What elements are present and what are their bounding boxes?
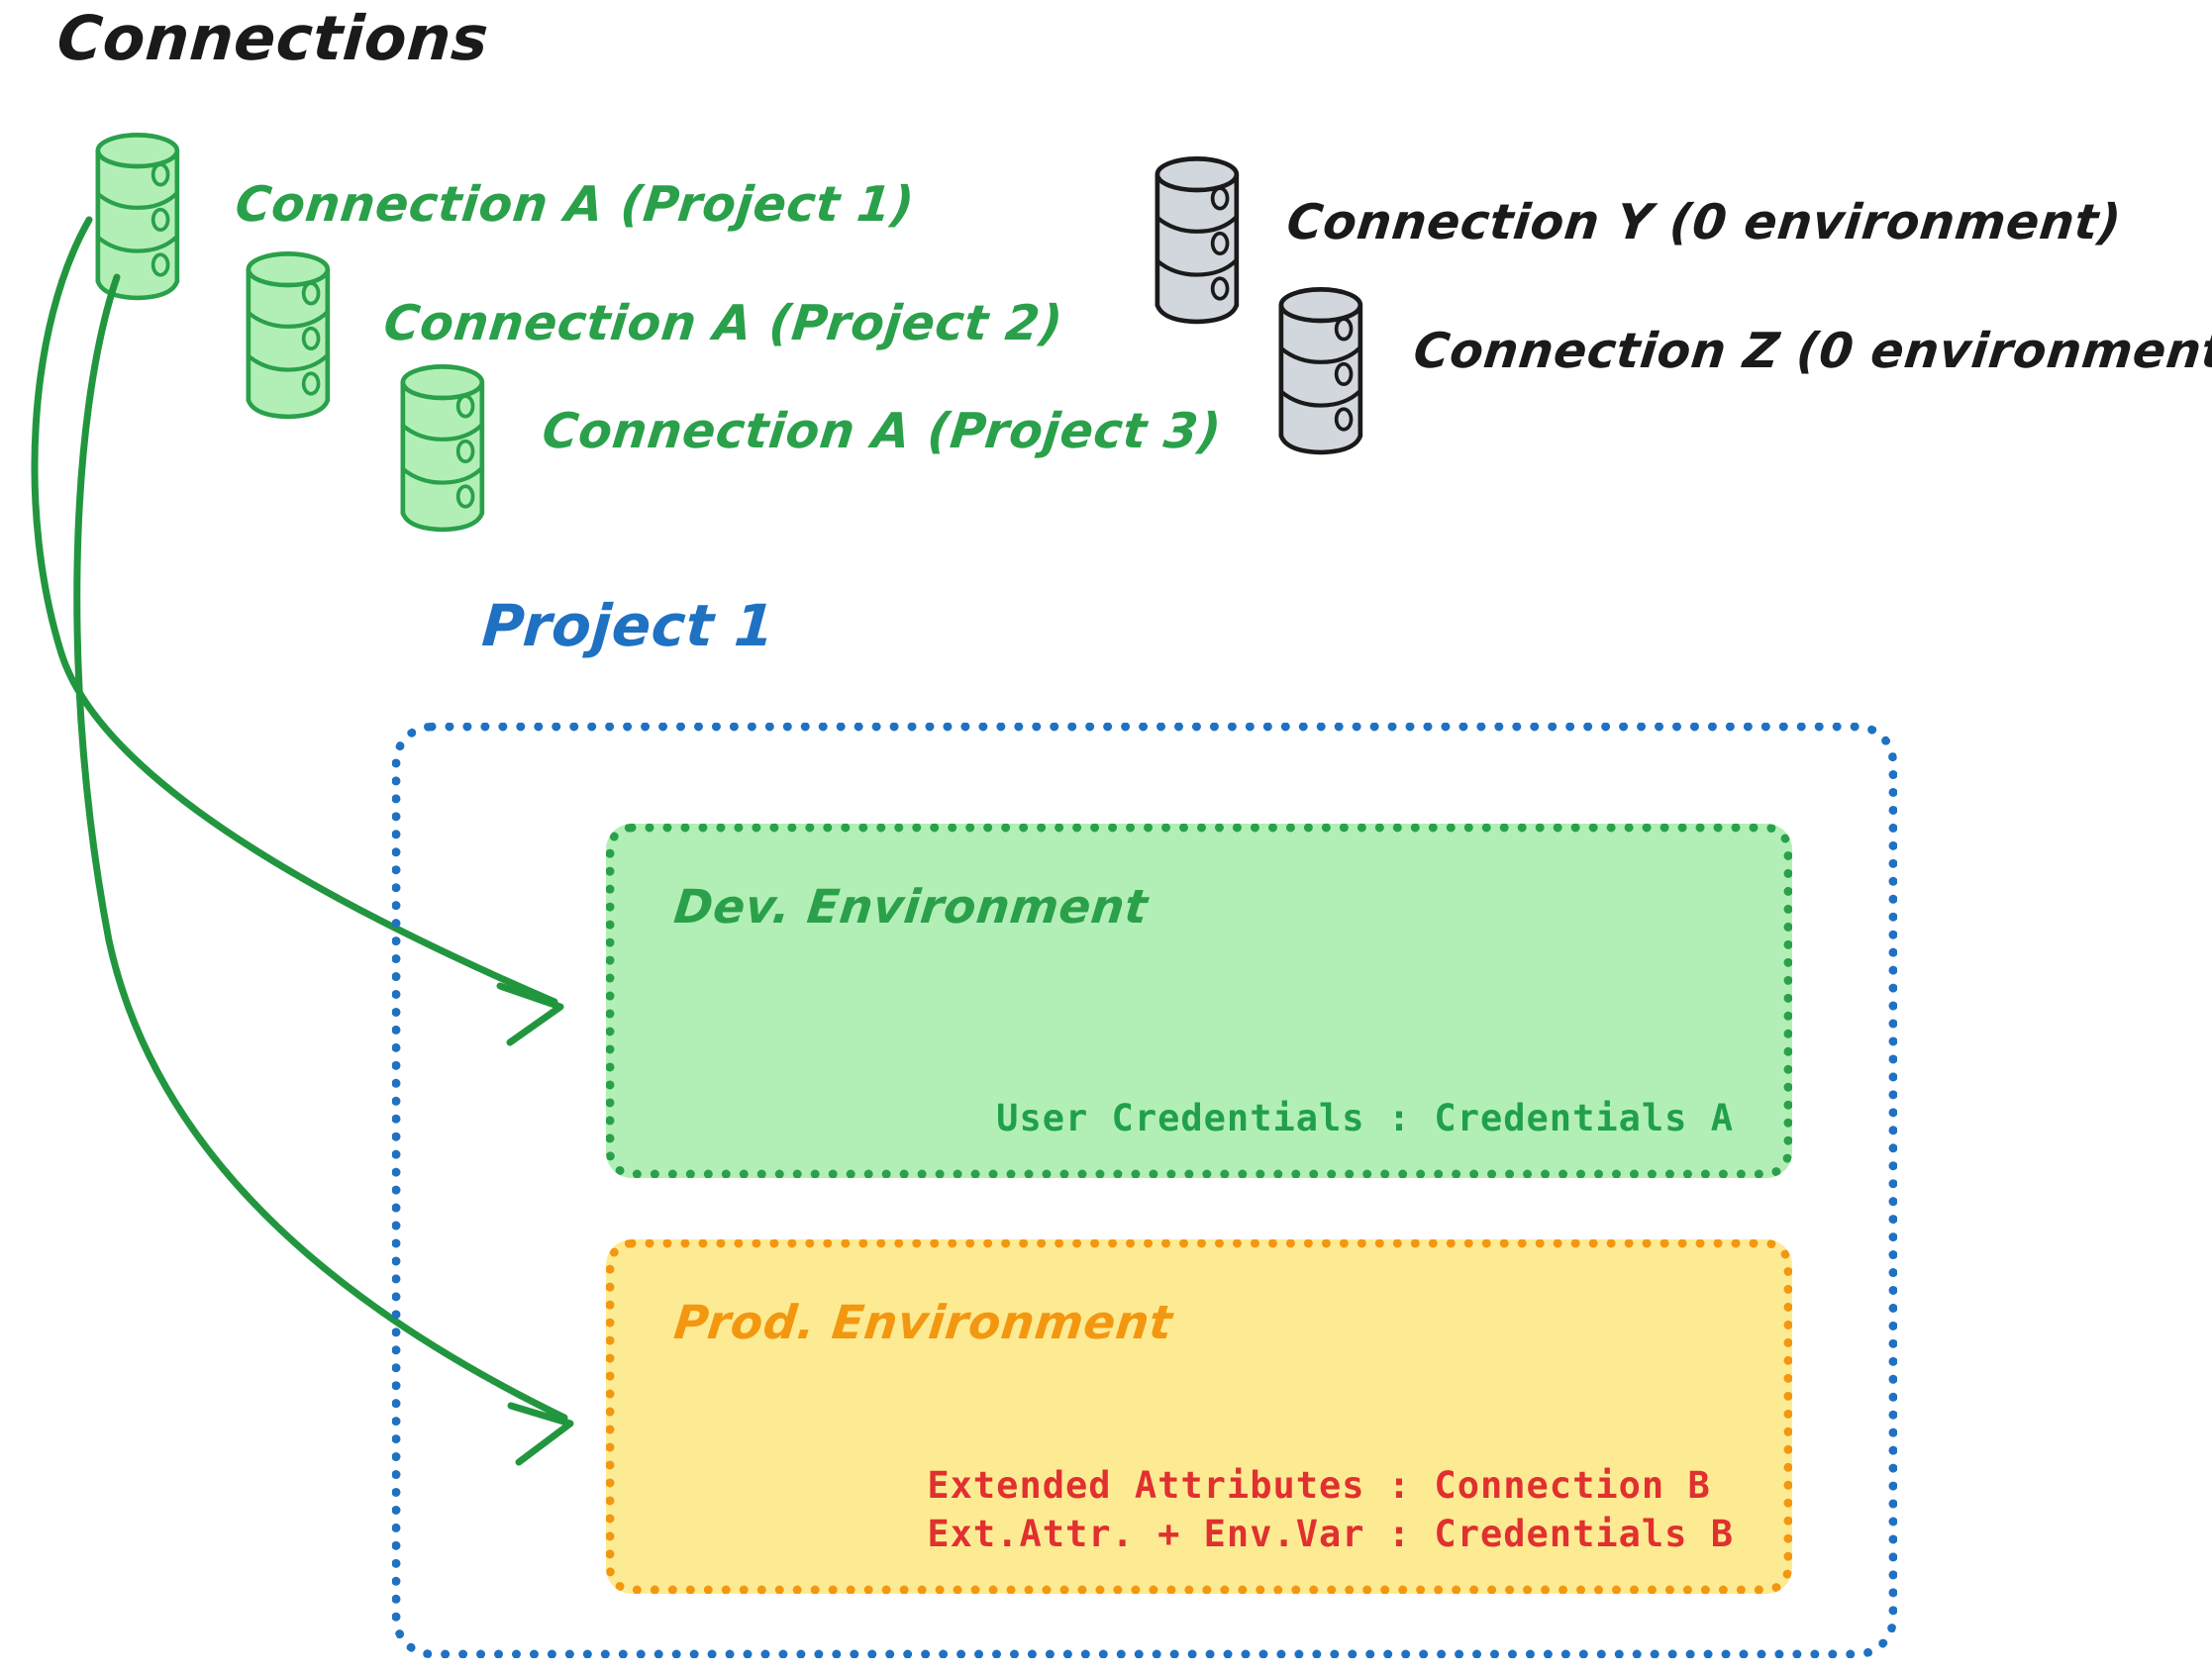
project-title: Project 1: [479, 592, 777, 659]
connection-label-a-project-1: Connection A (Project 1): [233, 176, 918, 233]
database-cylinder-icon-connection-z[interactable]: [1281, 289, 1360, 452]
dev-environment-title: Dev. Environment: [671, 880, 1151, 935]
database-cylinder-icon-connection-a-project-3[interactable]: [403, 366, 482, 530]
database-cylinder-icon-connection-a-project-1[interactable]: [98, 135, 177, 298]
dev-environment-rows: User Credentials : Credentials A: [996, 1095, 1734, 1143]
prod-row-extended-attributes: Extended Attributes : Connection B: [927, 1464, 1711, 1508]
database-cylinder-icon-connection-y[interactable]: [1157, 158, 1237, 322]
connection-label-z: Connection Z (0 environment): [1411, 323, 2212, 379]
connection-label-a-project-3: Connection A (Project 3): [540, 403, 1225, 459]
database-cylinder-icon-connection-a-project-2[interactable]: [249, 253, 328, 417]
prod-environment-box[interactable]: Prod. Environment Extended Attributes : …: [606, 1239, 1792, 1594]
prod-row-ext-attr-env-var: Ext.Attr. + Env.Var : Credentials B: [927, 1513, 1734, 1556]
project-1-container: [392, 723, 1897, 1658]
prod-environment-title: Prod. Environment: [671, 1296, 1175, 1350]
connection-label-y: Connection Y (0 environment): [1284, 194, 2125, 250]
arrow-connection-a-to-dev: [31, 216, 564, 1046]
dev-row-user-credentials: User Credentials : Credentials A: [996, 1097, 1734, 1140]
dev-environment-box[interactable]: Dev. Environment User Credentials : Cred…: [606, 824, 1792, 1178]
page-title: Connections: [54, 2, 491, 74]
arrow-connection-a-to-prod: [73, 273, 574, 1466]
connection-label-a-project-2: Connection A (Project 2): [381, 295, 1066, 351]
prod-environment-rows: Extended Attributes : Connection B Ext.A…: [927, 1462, 1734, 1559]
